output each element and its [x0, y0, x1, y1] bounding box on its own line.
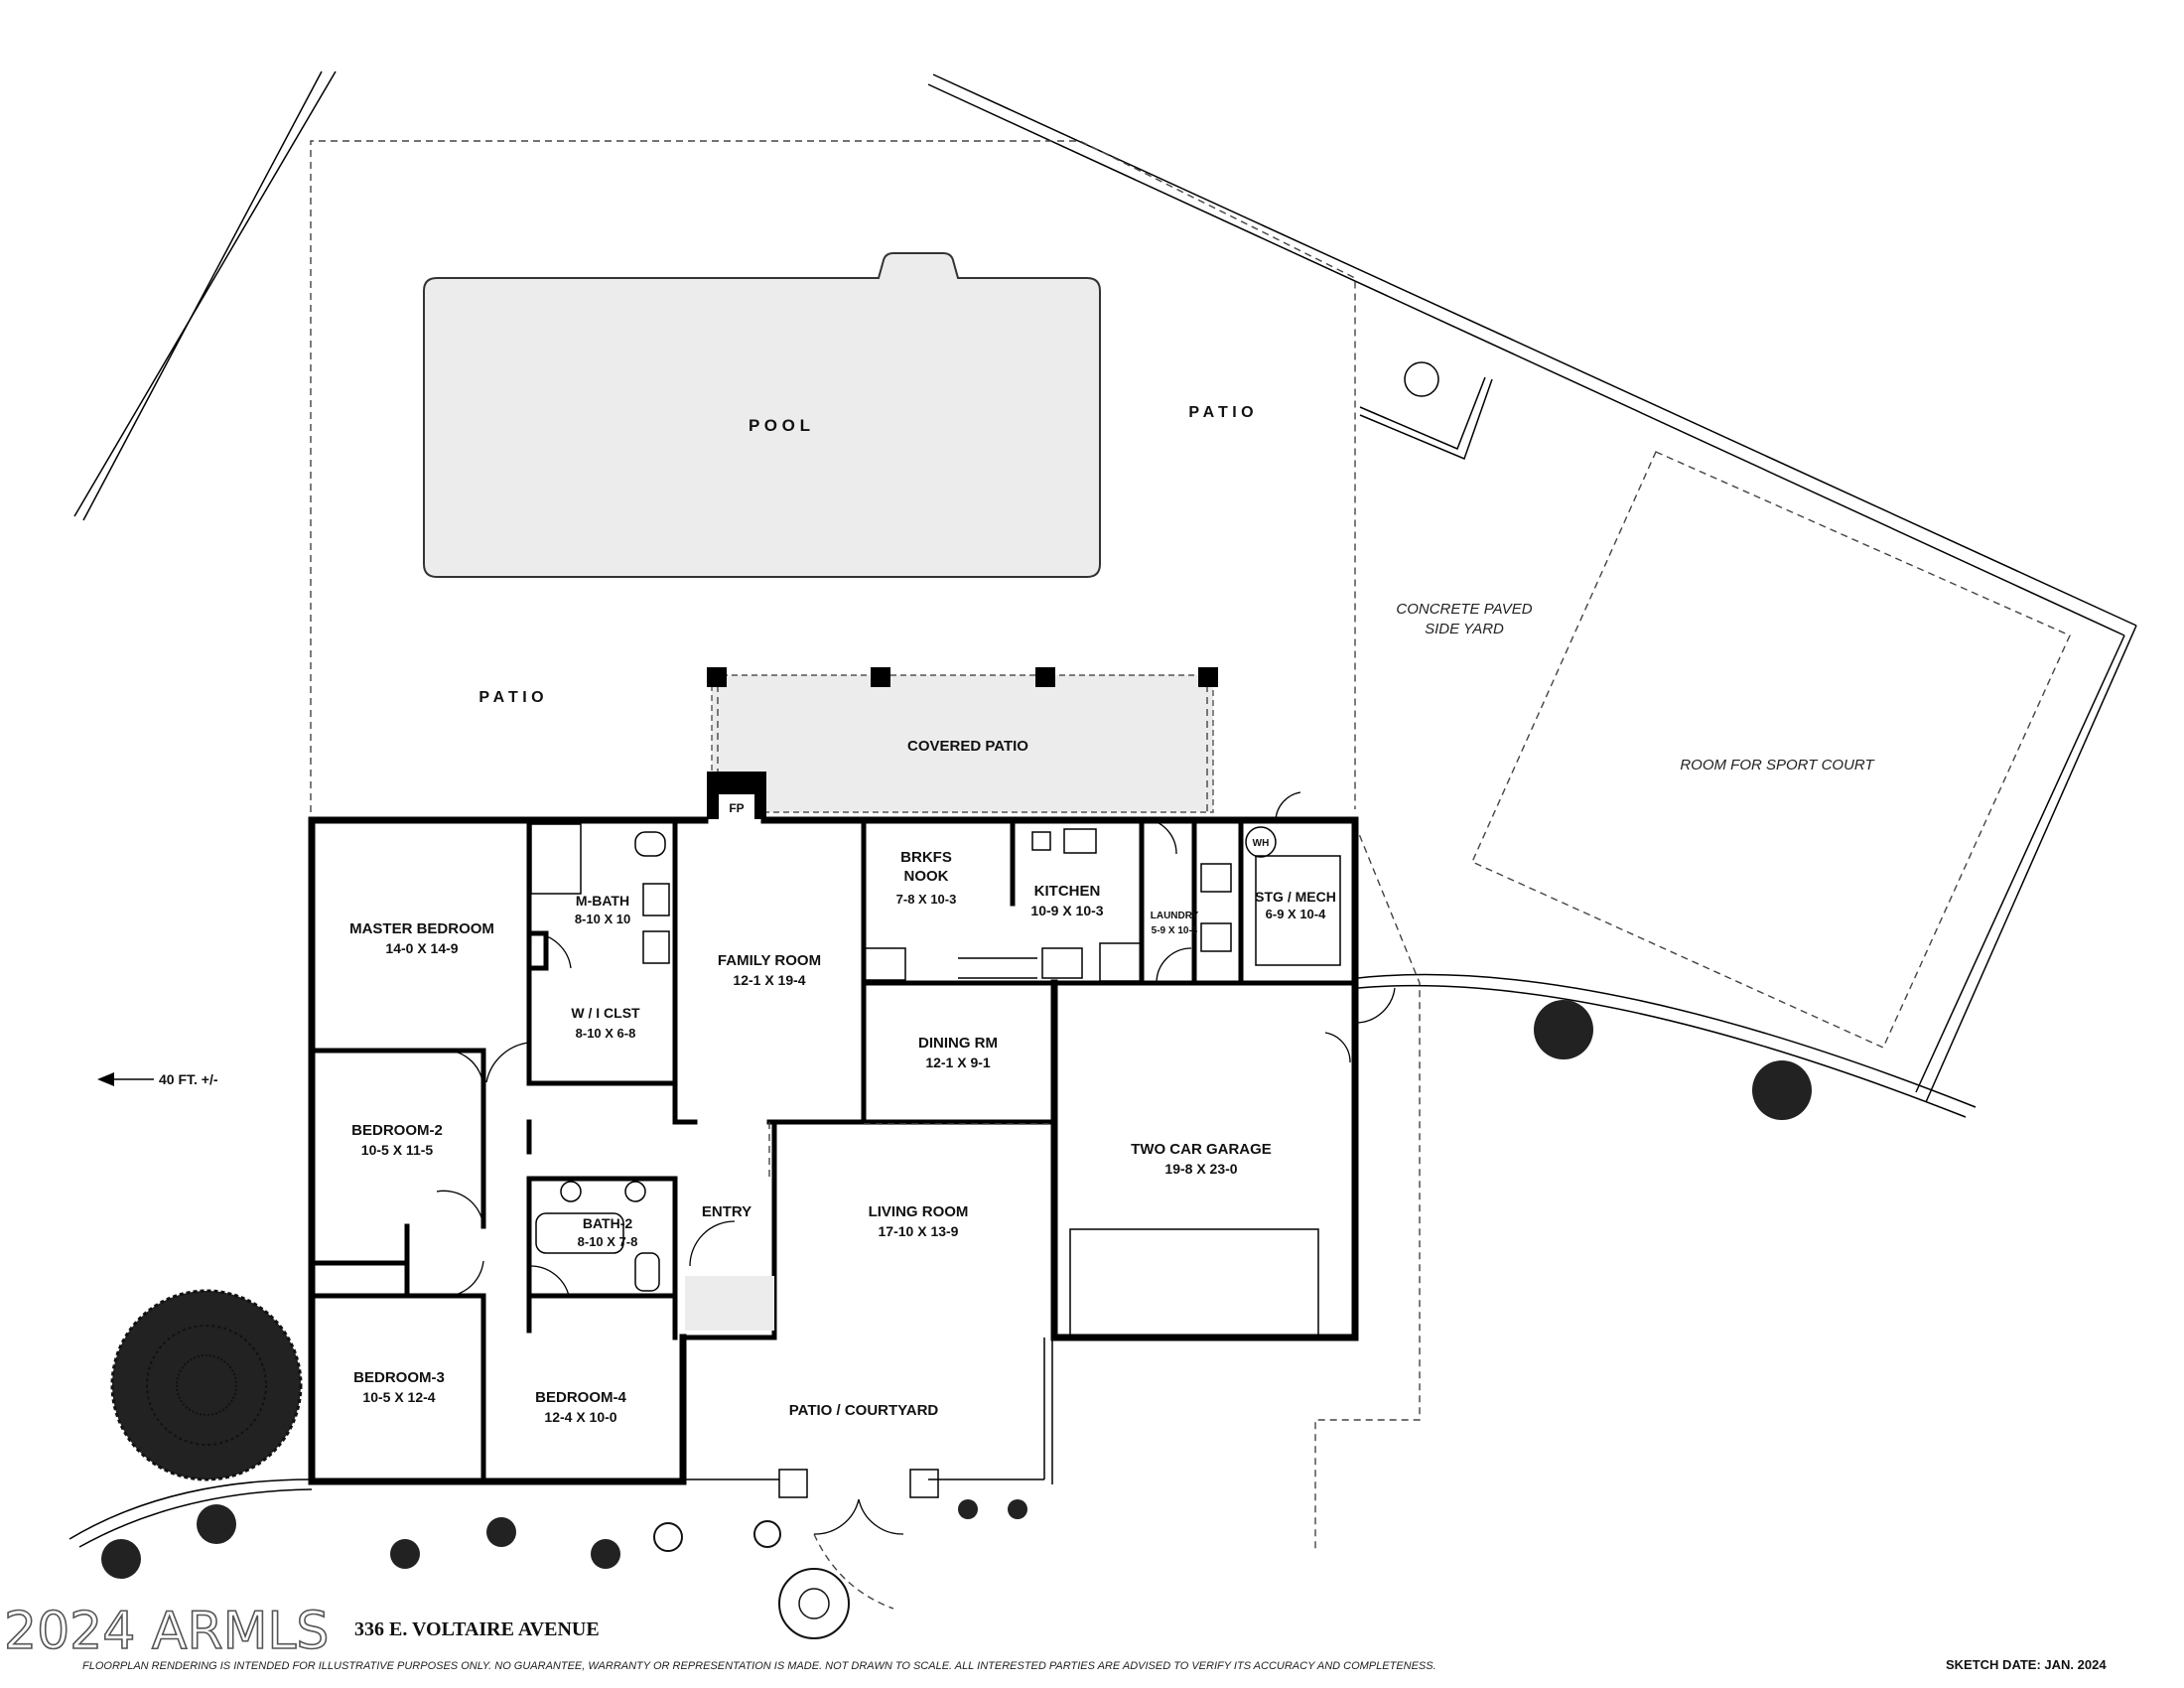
water-heater-label: WH	[1253, 838, 1270, 849]
shrub-icon	[390, 1539, 420, 1569]
side-yard-label: CONCRETE PAVED	[1396, 601, 1532, 618]
shrub-icon	[1534, 1000, 1593, 1059]
doors	[436, 791, 1396, 1535]
pool: P O O L	[423, 252, 1101, 578]
room-name: LAUNDRY	[1151, 911, 1199, 921]
tree-icon	[110, 1289, 303, 1481]
driveway-curve	[1357, 973, 1977, 1118]
room-name: MASTER BEDROOM	[349, 920, 494, 937]
fireplace-label: FP	[729, 801, 744, 815]
room-name: BEDROOM-4	[535, 1389, 626, 1406]
room-dims: 6-9 X 10-4	[1266, 907, 1326, 921]
side-yard-label-2: SIDE YARD	[1425, 621, 1504, 637]
sport-court-area	[1471, 451, 2071, 1049]
room-dims: 14-0 X 14-9	[385, 940, 458, 956]
room-dims: 8-10 X 7-8	[578, 1234, 638, 1249]
room-name: DINING RM	[918, 1035, 998, 1052]
shrub-icon	[1008, 1499, 1027, 1519]
room-name: M-BATH	[576, 893, 629, 909]
room-dims: 17-10 X 13-9	[879, 1223, 959, 1239]
shrub-icon	[958, 1499, 978, 1519]
interior-walls	[309, 817, 1358, 1484]
fixtures	[530, 823, 1341, 1337]
sketch-date: SKETCH DATE: JAN. 2024	[1946, 1657, 2107, 1672]
room-name: LIVING ROOM	[869, 1203, 969, 1220]
shrub-icon	[753, 1520, 781, 1548]
room-name: FAMILY ROOM	[718, 952, 821, 969]
shrub-icon	[653, 1522, 683, 1552]
room-name: BRKFS	[900, 849, 952, 866]
room-name: BATH-2	[583, 1215, 633, 1231]
shrub-icon	[197, 1504, 236, 1544]
flower-icon	[798, 1588, 830, 1619]
room-dims: 12-1 X 19-4	[733, 972, 805, 988]
patio-top-label: P A T I O	[1188, 404, 1253, 421]
distance-marker	[97, 1072, 154, 1086]
patio-courtyard-label: PATIO / COURTYARD	[789, 1402, 939, 1419]
room-labels: MASTER BEDROOM 14-0 X 14-9 M-BATH 8-10 X…	[349, 849, 1336, 1425]
room-dims: 10-5 X 12-4	[362, 1389, 435, 1405]
room-dims: 8-10 X 6-8	[576, 1026, 636, 1041]
address-label: 336 E. VOLTAIRE AVENUE	[354, 1618, 600, 1640]
room-dims: 8-10 X 10	[575, 912, 630, 926]
room-name: BEDROOM-2	[351, 1122, 443, 1139]
room-dims: 10-5 X 11-5	[361, 1142, 434, 1158]
patio-left-label: P A T I O	[478, 689, 543, 706]
room-dims: 10-9 X 10-3	[1030, 903, 1103, 918]
room-name: TWO CAR GARAGE	[1131, 1141, 1272, 1158]
shrub-icon	[486, 1517, 516, 1547]
flower-icon	[778, 1568, 850, 1639]
left-landscape	[68, 1000, 1812, 1639]
entry-label: ENTRY	[702, 1203, 751, 1220]
covered-patio-label: COVERED PATIO	[907, 738, 1028, 755]
pool-label: P O O L	[749, 416, 810, 435]
room-name: STG / MECH	[1255, 889, 1336, 905]
room-dims: 12-1 X 9-1	[925, 1055, 991, 1070]
room-dims: 19-8 X 23-0	[1164, 1161, 1237, 1177]
shrub-icon	[591, 1539, 620, 1569]
yard-fixture	[1359, 361, 1493, 460]
room-name: BEDROOM-3	[353, 1369, 445, 1386]
room-dims: 5-9 X 10-3	[1152, 925, 1198, 936]
disclaimer: FLOORPLAN RENDERING IS INTENDED FOR ILLU…	[82, 1660, 1436, 1672]
room-name: KITCHEN	[1034, 883, 1101, 900]
exterior-walls	[308, 772, 1359, 1485]
room-name: W / I CLST	[571, 1005, 640, 1021]
shrub-icon	[101, 1539, 141, 1579]
room-dims: 12-4 X 10-0	[544, 1409, 616, 1425]
room-dims: 7-8 X 10-3	[896, 892, 957, 907]
courtyard	[683, 1337, 1053, 1610]
covered-patio: COVERED PATIO	[707, 667, 1218, 813]
watermark: 2024 ARMLS	[4, 1602, 329, 1661]
sport-court-label: ROOM FOR SPORT COURT	[1680, 757, 1875, 774]
room-name-2: NOOK	[904, 868, 949, 885]
distance-label: 40 FT. +/-	[159, 1071, 218, 1087]
property-lines	[73, 70, 2137, 1549]
shrub-icon	[1752, 1060, 1812, 1120]
